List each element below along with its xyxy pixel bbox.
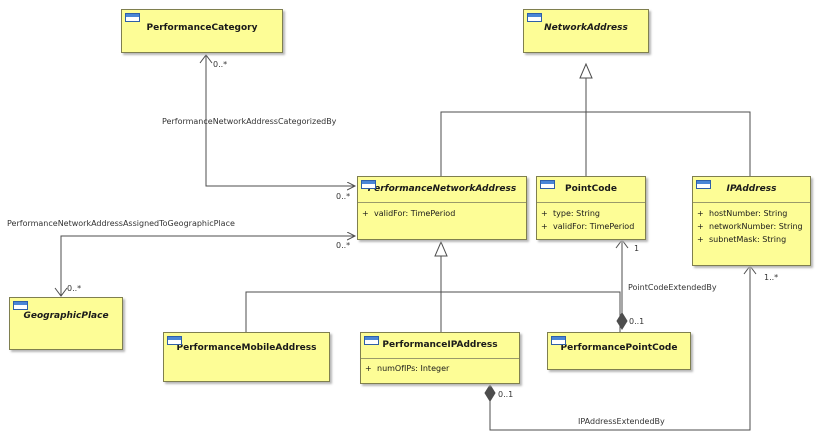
class-performance-point-code[interactable]: PerformancePointCode [547,332,691,370]
multiplicity-ipaddress-extended-by-source: 1..* [764,273,779,282]
class-performance-category[interactable]: PerformanceCategory [121,9,283,53]
class-name: PerformanceMobileAddress [176,343,317,353]
multiplicity-categorized-by-target: 0..* [336,192,351,201]
attribute-row: +validFor: TimePeriod [362,209,456,218]
generalization-to-performance-network-address [245,240,621,332]
association-name-assigned-to: PerformanceNetworkAddressAssignedToGeogr… [7,219,235,228]
class-icon [167,336,182,345]
class-name: PerformanceCategory [146,23,258,33]
class-point-code[interactable]: PointCode +type: String +validFor: TimeP… [536,176,646,240]
association-categorized-by [199,54,355,186]
multiplicity-categorized-by-source: 0..* [213,60,228,69]
class-icon [361,180,376,189]
association-ipaddress-extended-by [484,265,757,431]
multiplicity-pointcode-extended-by-source: 1 [634,244,640,253]
multiplicity-pointcode-extended-by-target: 0..1 [629,317,645,326]
multiplicity-assigned-to-source: 0..* [67,284,82,293]
class-name: GeographicPlace [23,311,109,321]
attribute-row: +hostNumber: String [697,209,788,218]
generalization-to-network-address [440,62,751,176]
class-geographic-place[interactable]: GeographicPlace [9,297,123,350]
class-ip-address[interactable]: IPAddress +hostNumber: String +networkNu… [692,176,811,266]
class-icon [540,180,555,189]
class-name: PointCode [565,184,617,194]
class-name: PerformanceIPAddress [382,340,498,350]
multiplicity-assigned-to-target: 0..* [336,241,351,250]
class-network-address[interactable]: NetworkAddress [523,9,649,53]
attribute-row: +networkNumber: String [697,222,803,231]
class-icon [364,336,379,345]
multiplicity-ipaddress-extended-by-target: 0..1 [498,390,514,399]
class-icon [527,13,542,22]
class-icon [13,301,28,310]
attribute-row: +type: String [541,209,600,218]
association-name-categorized-by: PerformanceNetworkAddressCategorizedBy [162,117,337,126]
class-name: PerformanceNetworkAddress [367,184,517,194]
association-name-ipaddress-extended-by: IPAddressExtendedBy [578,417,665,426]
association-assigned-to-geographic-place [54,236,355,297]
class-name: PerformancePointCode [560,343,678,353]
class-performance-network-address[interactable]: PerformanceNetworkAddress +validFor: Tim… [357,176,527,240]
class-icon [696,180,711,189]
attribute-row: +numOfIPs: Integer [365,364,450,373]
class-name: NetworkAddress [544,23,628,33]
attribute-row: +subnetMask: String [697,235,787,244]
class-icon [125,13,140,22]
class-name: IPAddress [726,184,777,194]
association-name-pointcode-extended-by: PointCodeExtendedBy [628,283,717,292]
attribute-row: +validFor: TimePeriod [541,222,635,231]
association-pointcode-extended-by [615,239,629,330]
class-performance-mobile-address[interactable]: PerformanceMobileAddress [163,332,330,382]
class-performance-ip-address[interactable]: PerformanceIPAddress +numOfIPs: Integer [360,332,520,384]
class-icon [551,336,566,345]
